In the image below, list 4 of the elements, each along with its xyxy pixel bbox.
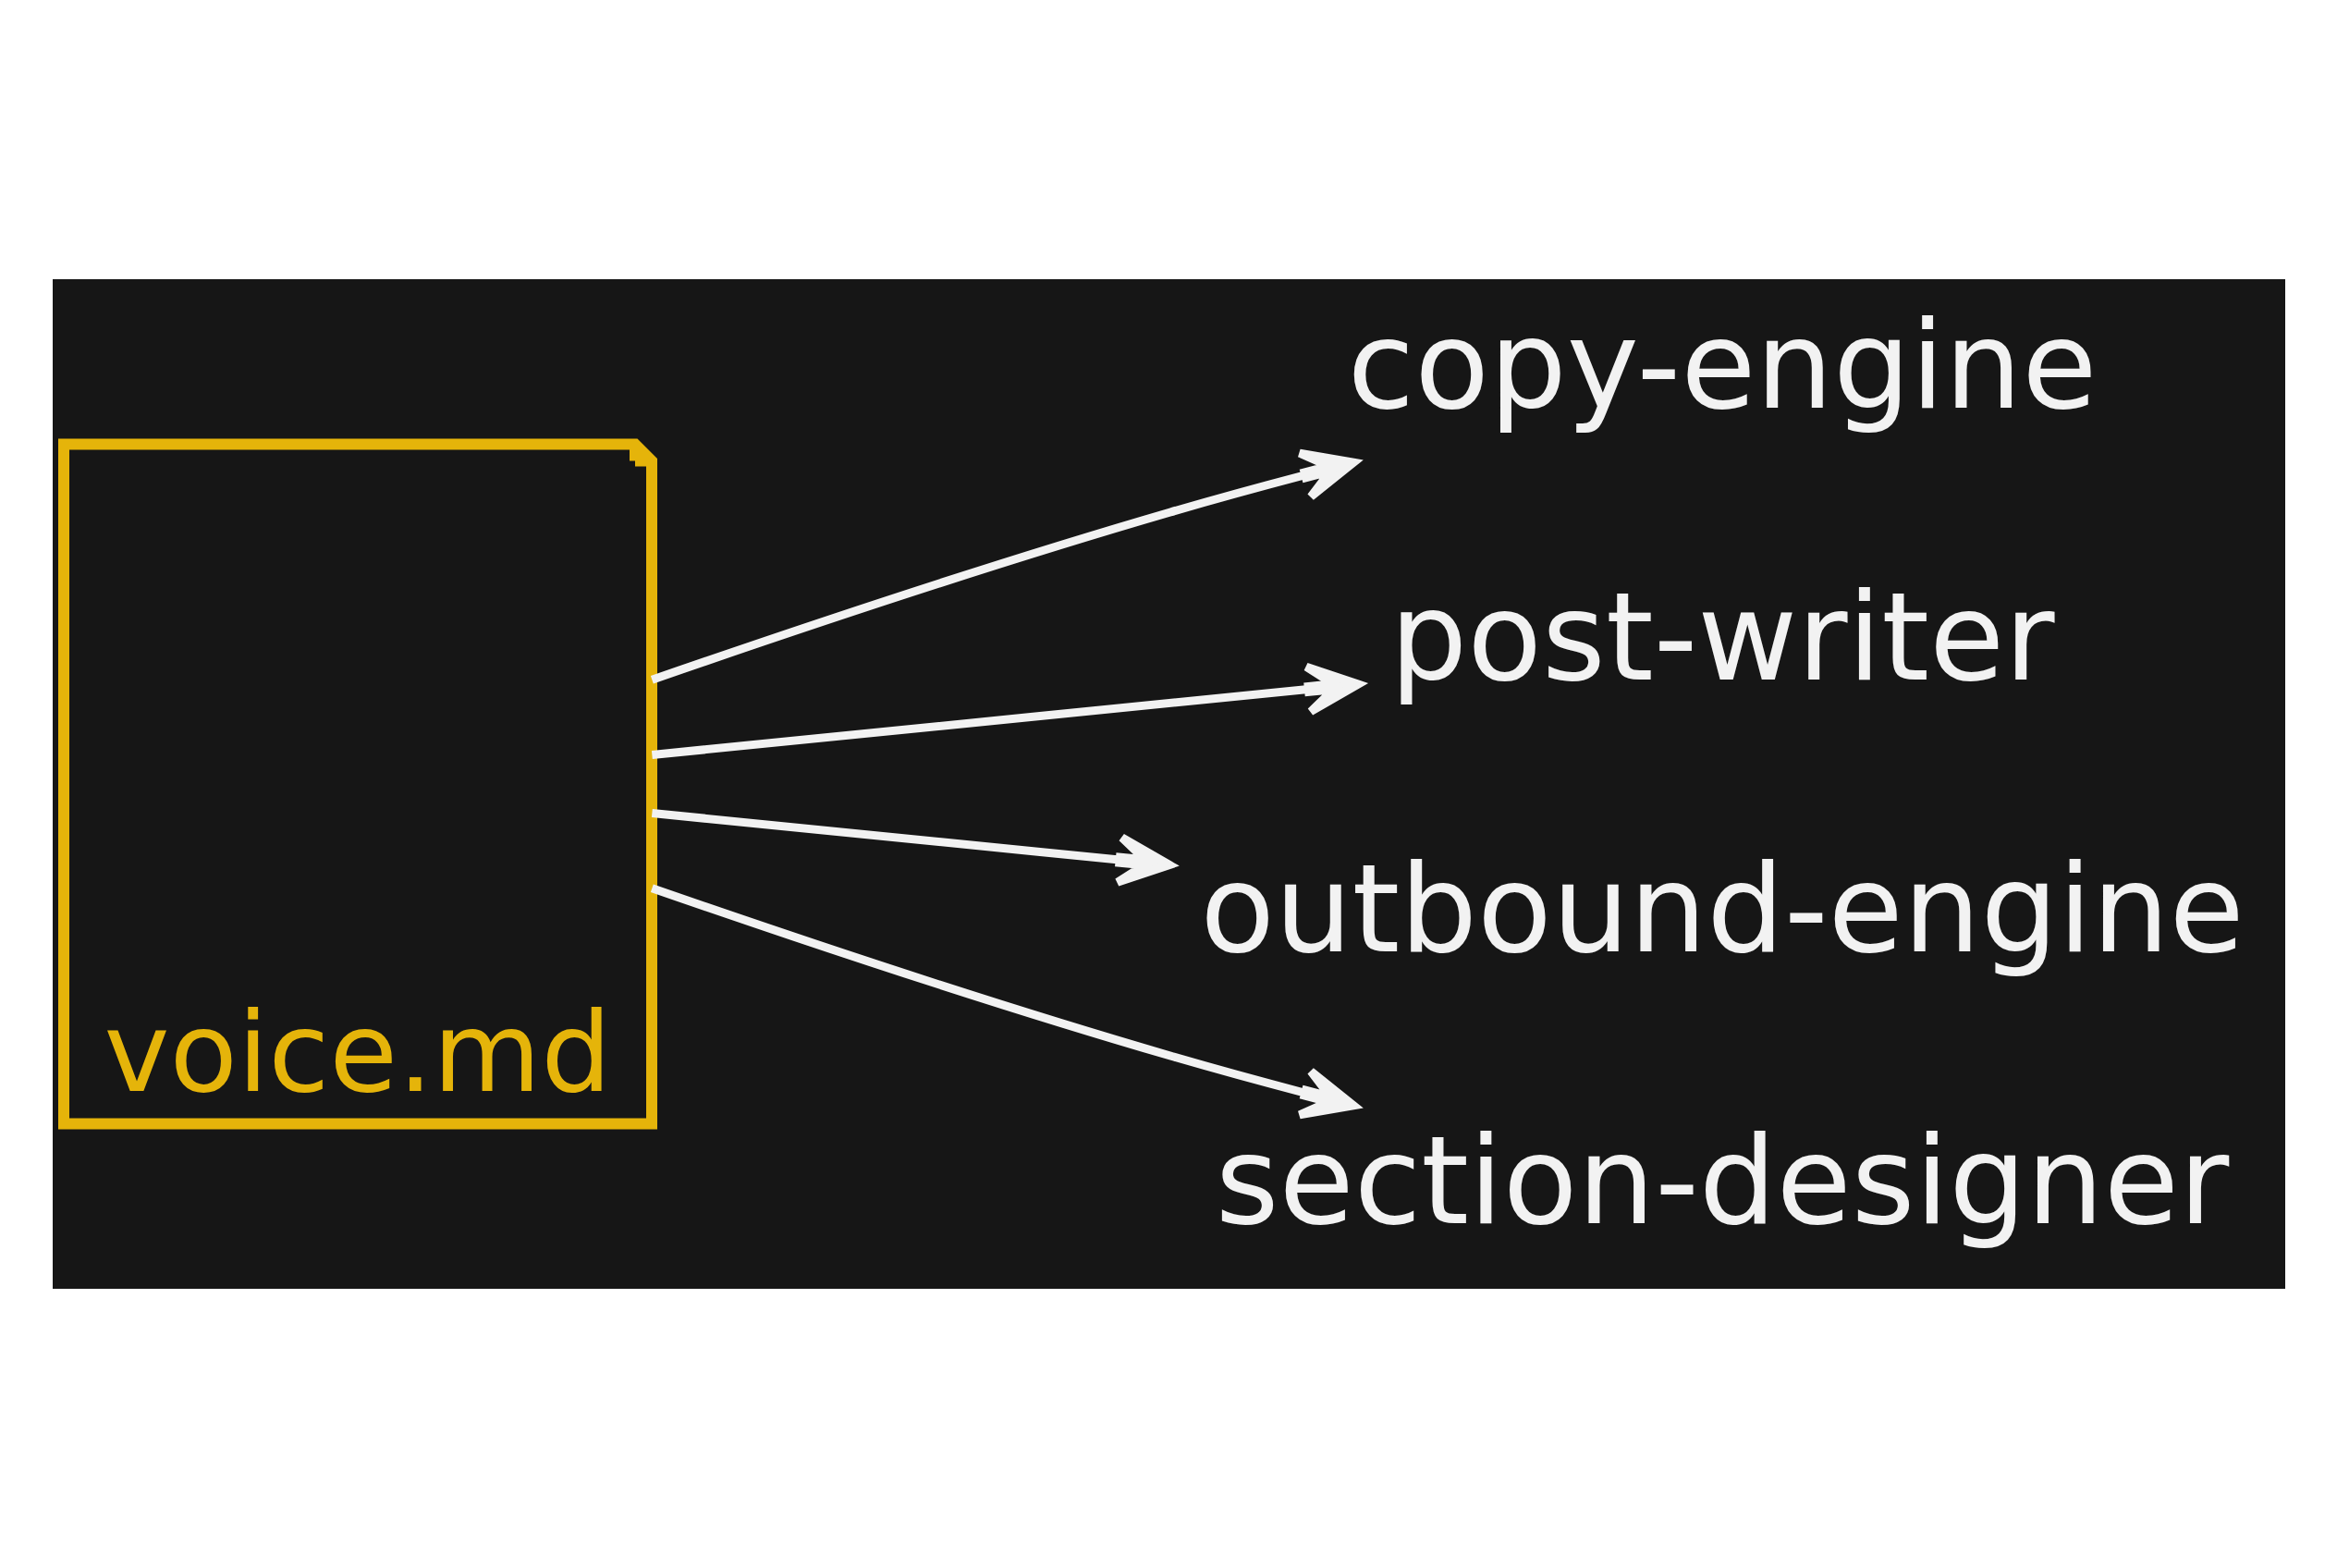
node-text: outbound-engine — [1199, 837, 2245, 980]
node-text: section-designer — [1215, 1109, 2229, 1252]
node-text: copy-engine — [1347, 293, 2097, 436]
node-text: post-writer — [1389, 565, 2054, 708]
